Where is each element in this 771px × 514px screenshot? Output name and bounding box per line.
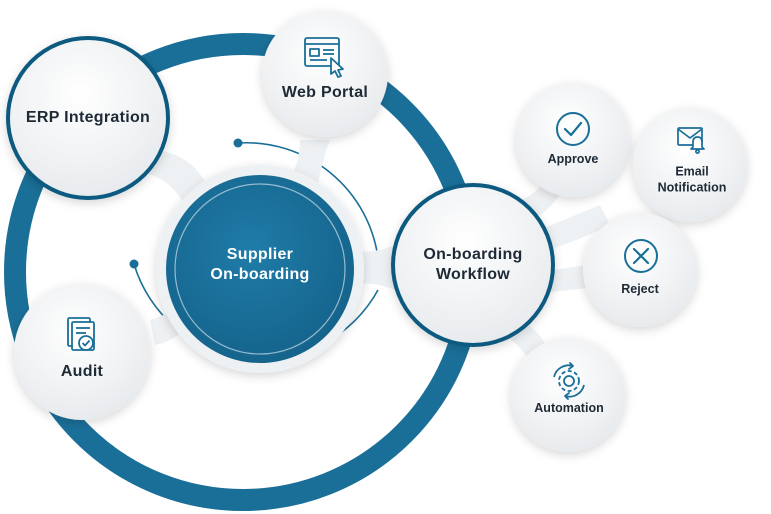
- center-label-line2: On-boarding: [210, 266, 310, 283]
- orbit-dot-left: [129, 259, 139, 269]
- workflow-bubble[interactable]: [391, 183, 555, 347]
- web-portal-icon: [304, 37, 344, 78]
- reject-label: Reject: [621, 282, 659, 297]
- audit-bubble[interactable]: [14, 284, 150, 420]
- automation-label: Automation: [534, 401, 604, 416]
- envelope-bell-icon: [677, 127, 705, 154]
- erp-integration-label: ERP Integration: [25, 109, 151, 126]
- workflow-label-line1: On-boarding: [423, 246, 523, 263]
- audit-label: Audit: [60, 363, 104, 380]
- orbit-dot-top: [233, 138, 243, 148]
- approve-bubble[interactable]: [516, 83, 630, 197]
- workflow-label: On-boarding Workflow: [423, 245, 522, 285]
- erp-bubble[interactable]: [6, 36, 170, 200]
- audit-document-icon: [67, 317, 95, 351]
- center-inner-ring: [174, 183, 346, 355]
- center-circle[interactable]: [166, 175, 354, 363]
- inner-orbit-arc-top: [237, 141, 379, 259]
- email-notification-label: Email Notification: [658, 164, 727, 195]
- center-label-line1: Supplier: [226, 246, 294, 263]
- workflow-label-line2: Workflow: [435, 266, 511, 283]
- email-bubble[interactable]: [633, 108, 747, 222]
- email-label-line1: Email: [675, 164, 709, 179]
- email-label-line2: Notification: [657, 180, 727, 194]
- center-label: Supplier On-boarding: [210, 245, 309, 285]
- automation-bubble[interactable]: [511, 338, 625, 452]
- approve-label: Approve: [547, 152, 599, 167]
- web-portal-label: Web Portal: [281, 84, 369, 101]
- checkmark-circle-icon: [556, 112, 590, 146]
- web-portal-bubble[interactable]: [262, 11, 388, 137]
- reject-bubble[interactable]: [583, 213, 697, 327]
- gear-cycle-icon: [553, 362, 585, 400]
- x-circle-icon: [624, 239, 658, 273]
